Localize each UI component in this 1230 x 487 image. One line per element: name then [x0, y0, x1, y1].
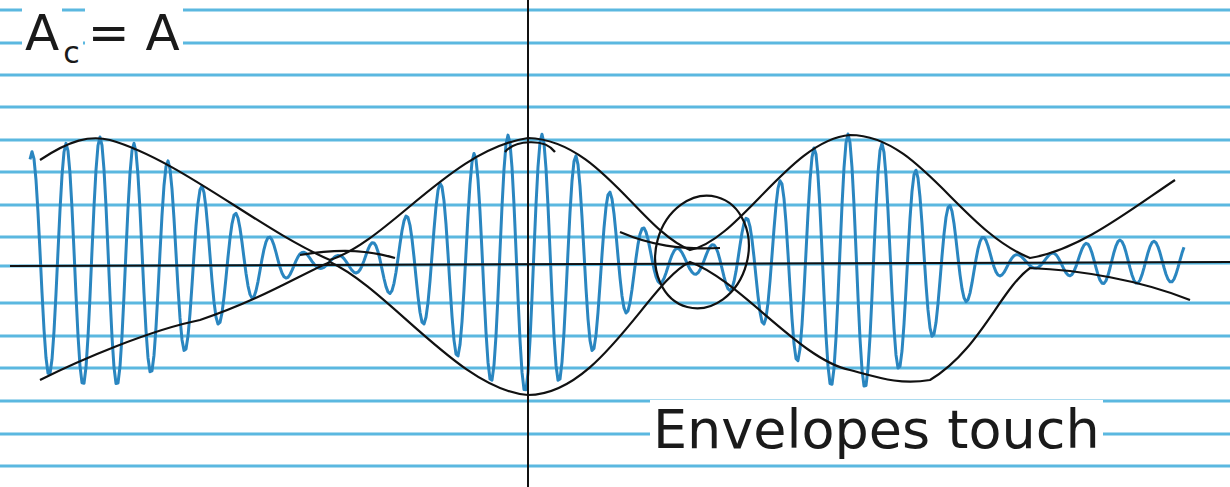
lower-envelope: [40, 262, 1190, 395]
ruled-lines: [0, 10, 1230, 466]
envelope-stroke: [505, 142, 555, 152]
amplitude-axis: [527, 0, 529, 487]
subscript: c: [60, 36, 83, 69]
annotation-note: Envelopes touch: [650, 400, 1103, 459]
envelope-stroke: [300, 251, 395, 258]
amplitude-symbol: A: [22, 6, 62, 61]
time-axis: [10, 262, 1230, 266]
upper-envelope: [40, 135, 1175, 260]
envelope-stroke: [620, 232, 720, 248]
ruled-line: [0, 263, 1230, 266]
equation-text: = A: [85, 6, 183, 61]
envelopes: [40, 135, 1190, 395]
highlight-circle: [643, 185, 761, 319]
